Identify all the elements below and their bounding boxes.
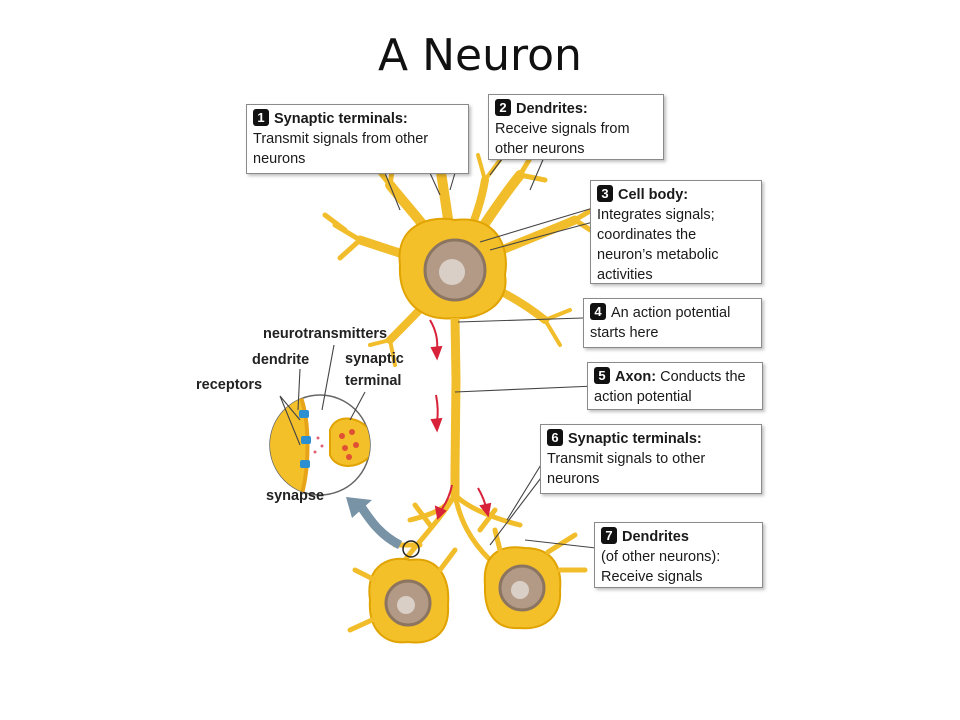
bottom-neurons: [347, 527, 588, 644]
label-neurotransmitters: neurotransmitters: [263, 326, 388, 342]
callout-axon: 5 Axon: Conducts the action potential: [587, 362, 763, 410]
label-terminal: terminal: [345, 373, 402, 389]
callout-text: Conducts the action potential: [594, 369, 746, 405]
callout-text: Receive signals from other neurons: [495, 121, 630, 157]
badge-number: 4: [590, 303, 606, 320]
callout-heading: Synaptic terminals:: [274, 111, 408, 127]
page-title: A Neuron: [378, 30, 582, 81]
badge-number: 3: [597, 185, 613, 202]
callout-text: Transmit signals to other neurons: [547, 451, 706, 487]
callout-dendrites-other: 7 Dendrites (of other neurons): Receive s…: [594, 522, 763, 588]
callout-synaptic-terminals-2: 6 Synaptic terminals: Transmit signals to…: [540, 424, 762, 494]
synapse-inset: [269, 394, 371, 496]
badge-number: 7: [601, 527, 617, 544]
callout-synaptic-terminals-1: 1 Synaptic terminals: Transmit signals fr…: [246, 104, 469, 174]
callout-heading: Cell body:: [618, 187, 689, 203]
label-synaptic: synaptic: [345, 351, 404, 367]
badge-number: 2: [495, 99, 511, 116]
badge-number: 6: [547, 429, 563, 446]
callout-heading: Axon:: [615, 369, 657, 385]
callout-text: (of other neurons): Receive signals: [601, 549, 721, 585]
callout-text: Integrates signals; coordinates the neur…: [597, 207, 719, 283]
label-synapse: synapse: [266, 488, 325, 504]
callout-text: Transmit signals from other neurons: [253, 131, 429, 167]
badge-number: 1: [253, 109, 269, 126]
label-dendrite: dendrite: [252, 352, 310, 368]
badge-number: 5: [594, 367, 610, 384]
callout-dendrites: 2 Dendrites: Receive signals from other n…: [488, 94, 664, 160]
callout-heading: Dendrites: [622, 529, 689, 545]
callout-heading: Dendrites:: [516, 101, 588, 117]
callout-heading: Synaptic terminals:: [568, 431, 702, 447]
callout-text: An action potential starts here: [590, 305, 731, 341]
label-receptors: receptors: [196, 377, 263, 393]
callout-cell-body: 3 Cell body: Integrates signals; coordina…: [590, 180, 762, 284]
